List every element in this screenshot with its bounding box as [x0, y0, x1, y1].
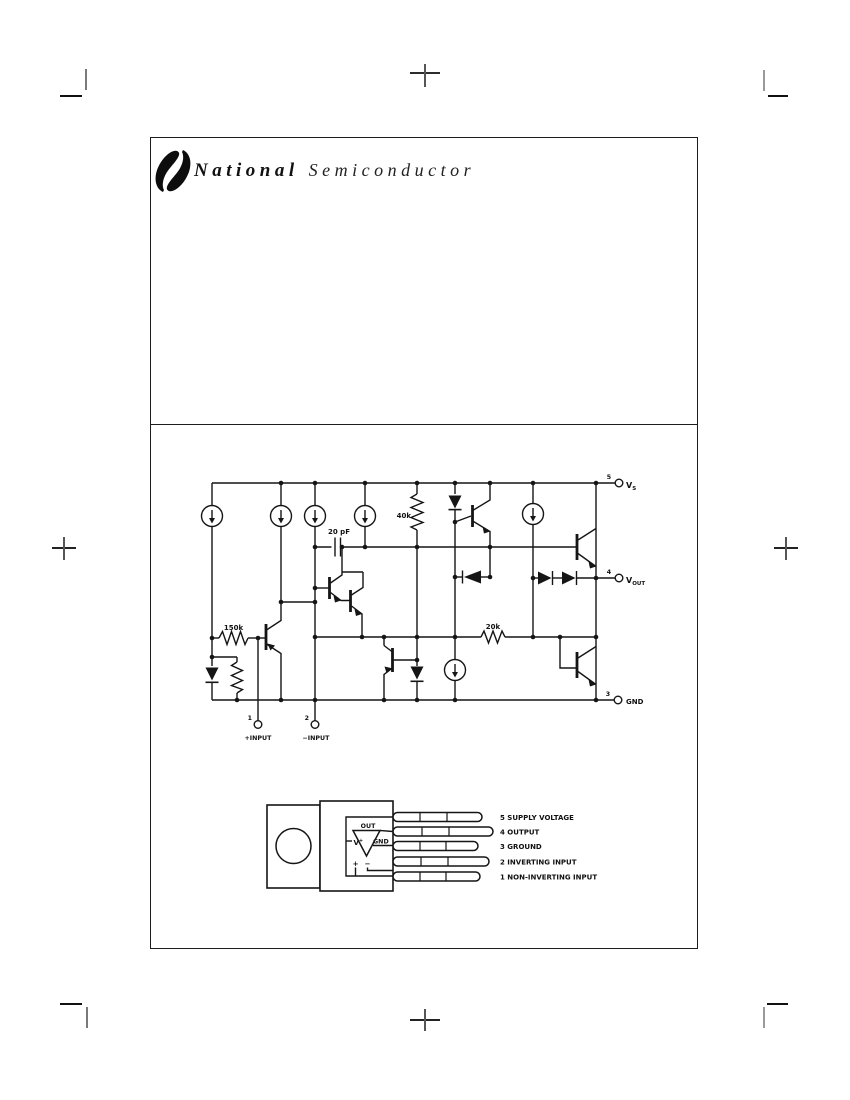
pin-terminals — [253, 478, 624, 730]
schematic-wires — [211, 482, 615, 721]
pin4-name: 4 OUTPUT — [500, 829, 540, 837]
crop-mark-top-left-v — [85, 69, 87, 90]
crop-mark-top-right-h — [768, 95, 788, 97]
opamp-gnd-label: GND — [373, 839, 389, 846]
crop-mark-mid-right-v — [785, 537, 787, 560]
crop-mark-bottom-left-h — [60, 1003, 82, 1005]
capacitor-label: 20 pF — [328, 528, 350, 536]
resistor-40k-label: 40k — [397, 512, 412, 520]
pin5-number: 5 — [607, 474, 611, 481]
opamp-wiring — [345, 816, 394, 877]
crop-mark-mid-left-v — [63, 537, 65, 560]
package-pins — [392, 811, 494, 882]
opamp-minus-label: − — [365, 860, 371, 868]
pin1-label: +INPUT — [245, 735, 273, 742]
mounting-hole — [275, 827, 312, 865]
opamp-vplus-label: V+ — [354, 838, 364, 847]
resistor-bias — [229, 661, 245, 694]
pin3-label: GND — [626, 698, 644, 706]
opamp-plus-label: + — [353, 860, 359, 868]
pin-4 — [392, 826, 494, 837]
pin-tick-marks — [419, 812, 450, 881]
crop-mark-bottom-left-v — [86, 1007, 88, 1028]
ns-logo-icon — [155, 150, 191, 192]
pin5-label: VS — [626, 481, 636, 492]
pin-2 — [392, 856, 490, 867]
pin-1 — [392, 871, 481, 882]
opamp-out-label: OUT — [361, 823, 376, 830]
crop-mark-top-right-v — [763, 70, 765, 91]
current-sources — [200, 502, 545, 682]
circuit-schematic: 20 pF 40k 150k 20k 5 VS 4 VOUT 3 GND 1 +… — [200, 474, 645, 742]
resistor-20k-label: 20k — [486, 623, 501, 631]
pin-5 — [392, 811, 483, 823]
junction-dots — [209, 480, 599, 703]
diode-icons — [205, 495, 576, 684]
pin5-name: 5 SUPPLY VOLTAGE — [500, 814, 574, 822]
pin1-name: 1 NON-INVERTING INPUT — [500, 874, 597, 882]
pin2-number: 2 — [305, 715, 309, 722]
transistor-bars — [264, 505, 579, 678]
current-source-arrows — [209, 508, 536, 678]
pin2-name: 2 INVERTING INPUT — [500, 859, 577, 867]
pin4-label: VOUT — [626, 576, 645, 587]
package-diagram: OUT V+ GND + − 5 SUPPLY VOLTAGE 4 OUTPUT… — [266, 800, 597, 892]
brand-national: National — [194, 160, 299, 181]
pin1-number: 1 — [248, 715, 252, 722]
pin4-number: 4 — [607, 569, 612, 576]
page-border — [150, 137, 698, 949]
resistor-150k-label: 150k — [224, 624, 244, 632]
pin3-number: 3 — [606, 691, 610, 698]
crop-mark-top-left-h — [60, 95, 82, 97]
resistor-20k — [480, 629, 506, 645]
pin2-label: −INPUT — [303, 735, 331, 742]
brand-wordmark: National Semiconductor — [194, 160, 475, 182]
crop-mark-bottom-right-v — [763, 1007, 765, 1028]
resistor-150k — [218, 629, 249, 647]
pin3-name: 3 GROUND — [500, 843, 542, 851]
brand-semiconductor: Semiconductor — [308, 160, 476, 180]
crop-mark-top-center-v — [424, 64, 426, 87]
emitter-arrows — [267, 526, 596, 687]
opamp-triangle-icon — [351, 829, 382, 858]
resistor-40k — [409, 493, 425, 531]
crop-mark-bottom-right-h — [767, 1003, 788, 1005]
crop-mark-bottom-center-v — [424, 1009, 426, 1031]
section-divider — [150, 424, 697, 425]
pin-3 — [392, 840, 479, 852]
